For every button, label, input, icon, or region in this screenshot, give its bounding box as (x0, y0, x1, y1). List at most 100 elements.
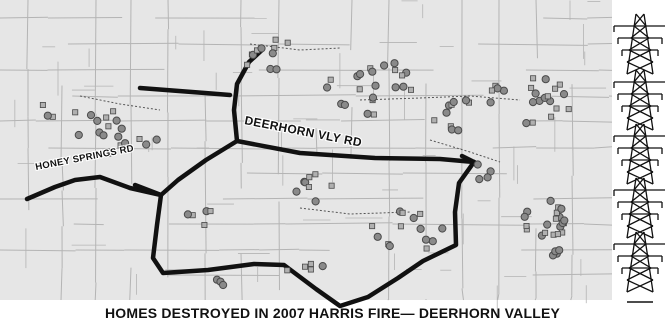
home-marker (301, 263, 308, 270)
home-marker (112, 116, 121, 125)
parcel-line (322, 172, 403, 175)
destroyed-home-markers (39, 36, 572, 290)
home-marker (449, 97, 458, 107)
home-marker (284, 39, 291, 46)
home-marker (105, 148, 114, 157)
tower-lattice (626, 69, 654, 131)
transmission-tower (613, 123, 665, 185)
parcel-line (259, 248, 300, 251)
parcel-line (341, 119, 425, 122)
home-marker (368, 93, 378, 102)
transmission-tower (613, 69, 665, 131)
home-marker (528, 84, 535, 91)
home-marker (371, 81, 380, 90)
parcel-line (498, 113, 501, 198)
home-marker (323, 83, 332, 92)
tower-legs (626, 69, 654, 131)
home-marker (552, 215, 559, 222)
home-marker (74, 130, 83, 140)
home-marker (531, 89, 540, 98)
parcel-line (240, 27, 243, 72)
parcel-line (587, 42, 613, 45)
road-line (132, 182, 164, 198)
home-marker (268, 49, 277, 58)
parcel-line (478, 43, 588, 46)
home-marker (311, 197, 320, 206)
home-marker (244, 61, 251, 68)
home-marker (557, 204, 566, 213)
home-marker (340, 100, 349, 110)
trail-line (359, 95, 521, 101)
home-marker (483, 173, 492, 182)
parcel-line (415, 147, 462, 150)
home-marker (442, 108, 451, 117)
home-marker (72, 109, 79, 116)
trail-line (249, 43, 341, 51)
home-marker (370, 111, 377, 118)
home-marker (110, 108, 117, 115)
parcel-line (285, 222, 393, 225)
home-marker (272, 36, 279, 43)
parcel-line (73, 223, 104, 226)
parcel-line (230, 94, 356, 97)
tower-arms (614, 189, 665, 215)
parcel-line (26, 0, 29, 70)
home-marker (417, 210, 424, 217)
home-marker (390, 59, 399, 68)
home-marker (542, 229, 549, 236)
parcel-line (47, 68, 165, 71)
parcel-line (204, 91, 207, 142)
home-marker (565, 106, 572, 113)
home-marker (373, 232, 382, 241)
tower-legs (626, 177, 654, 239)
parcel-line (543, 17, 588, 20)
home-marker (207, 208, 214, 215)
parcel-line (350, 107, 353, 159)
home-marker (307, 266, 314, 273)
parcel-line (388, 68, 391, 162)
home-marker (553, 209, 560, 216)
home-marker (219, 280, 228, 290)
map-caption: HOMES DESTROYED IN 2007 HARRIS FIRE— DEE… (104, 305, 561, 321)
parcel-line (571, 175, 574, 255)
home-marker (546, 196, 555, 205)
parcel-line (497, 292, 500, 301)
home-marker (356, 86, 363, 93)
home-marker (399, 209, 406, 216)
parcel-line (277, 77, 280, 175)
home-marker (368, 67, 377, 76)
home-marker (548, 113, 555, 120)
home-marker (555, 246, 564, 255)
parcel-line (387, 0, 390, 69)
home-marker (93, 116, 102, 126)
parcel-line (533, 197, 613, 200)
home-marker (152, 135, 161, 144)
parcel-line (129, 0, 132, 105)
trail-line (79, 95, 161, 111)
trail-line (299, 207, 411, 215)
home-marker (369, 223, 376, 230)
home-marker (105, 123, 112, 130)
parcel-line (461, 288, 464, 301)
parcel-line (461, 218, 464, 289)
home-marker (560, 216, 569, 225)
road-line (234, 138, 477, 165)
parcel-line (350, 0, 353, 51)
home-marker (292, 187, 301, 196)
home-marker (183, 210, 192, 219)
tower-insulators (613, 82, 663, 112)
home-marker (522, 119, 531, 128)
parcel-line (315, 128, 318, 156)
parcel-line (0, 16, 48, 19)
home-marker (43, 111, 52, 120)
home-marker (431, 117, 438, 124)
parcel-line (47, 16, 123, 19)
home-marker (543, 220, 552, 229)
tower-insulators (613, 244, 663, 274)
parcel-line (0, 119, 36, 122)
home-marker (399, 82, 408, 91)
tower-lattice (626, 177, 654, 239)
tower-insulators (613, 26, 663, 56)
home-marker (554, 231, 561, 238)
